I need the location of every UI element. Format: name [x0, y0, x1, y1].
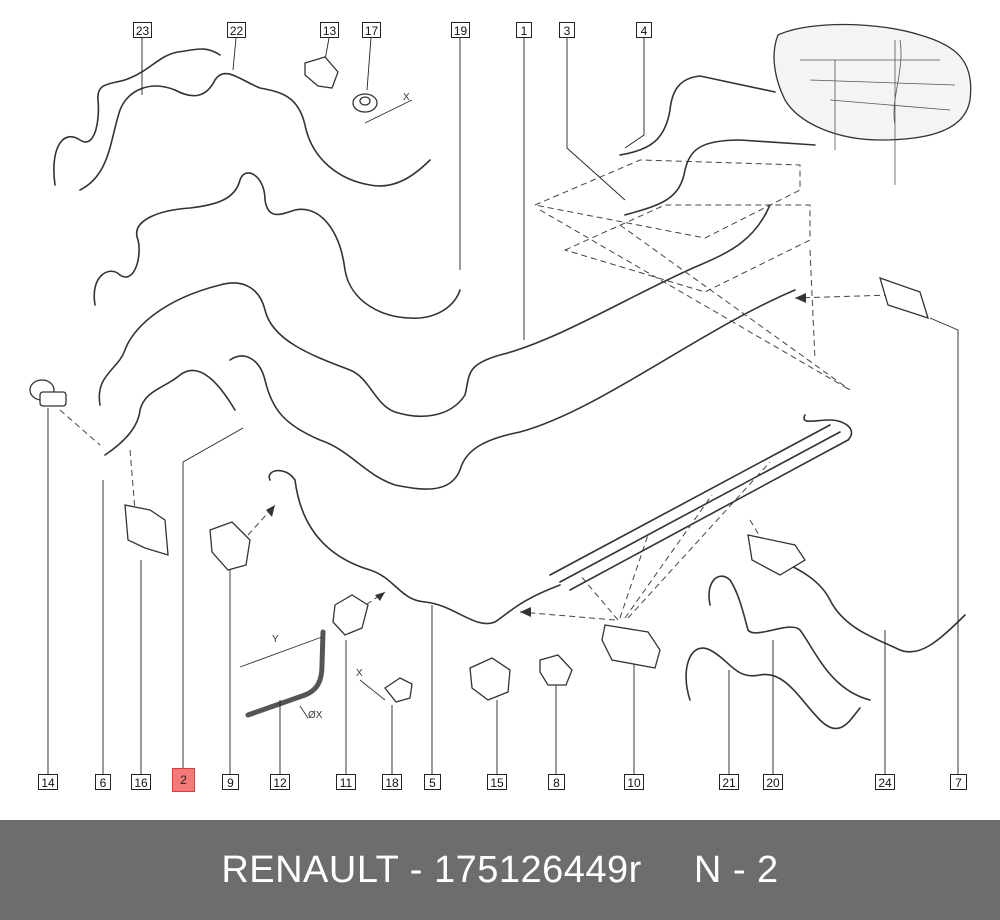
- pipe-4: [619, 75, 776, 156]
- callout-4[interactable]: 4: [636, 22, 652, 38]
- leader-22: [232, 37, 237, 71]
- part-footer: RENAULT - 175126449r N - 2: [0, 820, 1000, 920]
- callout-18[interactable]: 18: [382, 774, 402, 790]
- part-14-body: [39, 391, 67, 407]
- callout-6[interactable]: 6: [95, 774, 111, 790]
- callout-23[interactable]: 23: [133, 22, 152, 38]
- callout-17[interactable]: 17: [362, 22, 381, 38]
- pipe-bundle-b: [559, 431, 841, 583]
- pipe-19: [93, 172, 461, 319]
- guide-arrow-7: [794, 294, 891, 299]
- part-11-clip: [332, 594, 369, 636]
- leader-13: [324, 37, 330, 61]
- guide-lines-b: [59, 409, 136, 511]
- pipe-1: [98, 204, 771, 418]
- pipe-lower: [268, 469, 561, 625]
- guide-arrows-10: [519, 461, 771, 621]
- callout-1[interactable]: 1: [516, 22, 532, 38]
- dim-x1-line: [364, 99, 413, 124]
- part-9-clip: [209, 521, 251, 571]
- callout-7[interactable]: 7: [950, 774, 967, 790]
- callout-21[interactable]: 21: [719, 774, 739, 790]
- pipe-22: [79, 72, 431, 191]
- callout-9[interactable]: 9: [222, 774, 239, 790]
- part-17-hole: [359, 96, 371, 106]
- callout-8[interactable]: 8: [548, 774, 565, 790]
- dim-y: Y: [272, 634, 279, 645]
- callout-20[interactable]: 20: [763, 774, 783, 790]
- brand-part-number: RENAULT - 175126449r: [221, 848, 642, 891]
- dim-y-line: [239, 636, 323, 668]
- leader-7: [929, 317, 959, 774]
- callout-11[interactable]: 11: [336, 774, 356, 790]
- dim-x1: X: [403, 92, 410, 103]
- diagram-drawing: X Y ØX X: [29, 23, 972, 774]
- part-13-clip: [304, 56, 339, 89]
- guide-box-1: [533, 159, 801, 239]
- leader-4: [624, 38, 645, 149]
- part-16-bracket: [124, 504, 169, 556]
- leader-17: [366, 37, 372, 91]
- dim-x2: X: [356, 668, 363, 679]
- dim-x2-line: [359, 679, 386, 701]
- callout-14[interactable]: 14: [38, 774, 58, 790]
- pipe-bundle-c: [569, 439, 849, 591]
- leader-3: [566, 38, 626, 201]
- guide-lines-a: [539, 209, 851, 391]
- callout-22[interactable]: 22: [227, 22, 246, 38]
- tank-detail: [800, 39, 956, 185]
- callout-12[interactable]: 12: [270, 774, 290, 790]
- callout-10[interactable]: 10: [624, 774, 644, 790]
- part-7-bracket: [879, 276, 929, 320]
- callout-13[interactable]: 13: [320, 22, 339, 38]
- callout-15[interactable]: 15: [487, 774, 507, 790]
- dim-ox: ØX: [308, 710, 323, 721]
- pipe-12: [245, 629, 326, 718]
- callout-16[interactable]: 16: [131, 774, 151, 790]
- callout-5[interactable]: 5: [424, 774, 441, 790]
- pipe-24: [779, 559, 966, 653]
- part-18-connector: [384, 677, 413, 703]
- pipe-bundle-a: [549, 424, 831, 576]
- part-15-clip: [469, 657, 511, 701]
- pipe-23: [53, 48, 221, 186]
- page-reference: N - 2: [693, 848, 779, 891]
- parts-diagram: X Y ØX X: [29, 22, 972, 792]
- pipe-20: [708, 575, 871, 701]
- callout-24[interactable]: 24: [875, 774, 895, 790]
- dim-ox-line: [299, 705, 309, 719]
- part-8-clip: [539, 654, 573, 686]
- part-20-sensor: [747, 534, 806, 576]
- pipe-5: [104, 289, 796, 490]
- callout-19[interactable]: 19: [451, 22, 470, 38]
- leader-2: [182, 427, 244, 768]
- pipe-3: [624, 139, 816, 216]
- part-10-clip: [601, 624, 661, 669]
- pipe-bundle-end: [803, 414, 853, 441]
- callout-2-highlighted[interactable]: 2: [172, 768, 195, 792]
- callout-3[interactable]: 3: [559, 22, 575, 38]
- pipe-21: [685, 647, 861, 730]
- guide-box-2: [563, 204, 811, 293]
